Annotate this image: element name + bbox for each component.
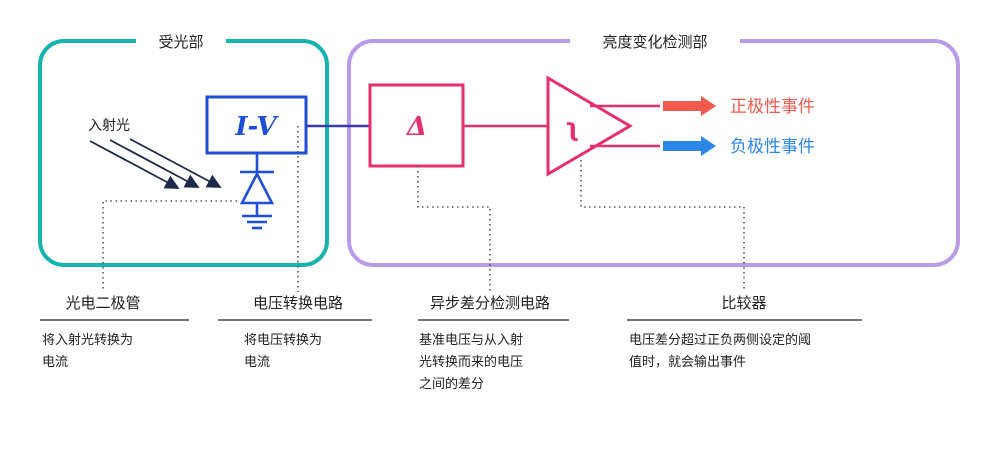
positive-event-label: 正极性事件 bbox=[730, 97, 815, 117]
photodiode-icon bbox=[239, 153, 275, 230]
component-desc-line: 值时，就会输出事件 bbox=[629, 354, 746, 370]
detector-section-title: 亮度变化检测部 bbox=[602, 33, 707, 51]
receiver-section-title: 受光部 bbox=[158, 33, 203, 51]
incident-light-arrows bbox=[89, 138, 222, 189]
positive-event-arrow-icon bbox=[663, 96, 716, 116]
component-name: 比较器 bbox=[721, 294, 766, 312]
component-desc-line: 之间的差分 bbox=[419, 376, 484, 392]
negative-event-label: 负极性事件 bbox=[730, 137, 815, 157]
negative-event-arrow-icon bbox=[663, 136, 716, 156]
comparator-symbol: ʅ bbox=[565, 114, 580, 142]
component-desc-line: 将电压转换为 bbox=[244, 333, 322, 348]
component-desc-line: 光转换而来的电压 bbox=[419, 354, 523, 370]
component-desc-line: 电流 bbox=[42, 355, 68, 370]
component-desc-line: 基准电压与从入射 bbox=[419, 332, 523, 348]
delta-leader bbox=[417, 166, 491, 292]
component-desc-line: 电压差分超过正负两侧设定的阈 bbox=[629, 332, 811, 348]
incident-light-label: 入射光 bbox=[88, 118, 130, 134]
component-name: 电压转换电路 bbox=[253, 294, 343, 312]
delta-symbol: Δ bbox=[405, 112, 427, 142]
comparator-leader bbox=[580, 160, 745, 292]
component-name: 光电二极管 bbox=[65, 294, 140, 312]
component-desc-line: 电流 bbox=[244, 355, 270, 370]
iv-converter-symbol: I-V bbox=[234, 112, 279, 142]
detector-section-box bbox=[347, 39, 960, 267]
photodiode-leader bbox=[102, 200, 237, 292]
component-name: 异步差分检测电路 bbox=[430, 294, 550, 312]
comparator-triangle bbox=[546, 75, 633, 177]
component-desc-line: 将入射光转换为 bbox=[42, 332, 133, 348]
